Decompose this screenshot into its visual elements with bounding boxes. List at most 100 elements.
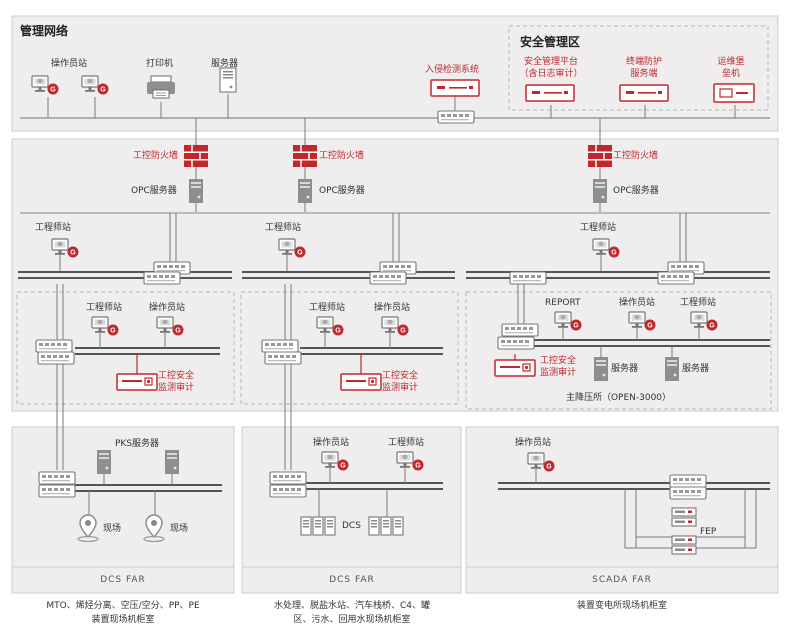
opc-server-label-2: OPC服务器 xyxy=(319,186,365,196)
caption-left-2: 装置现场机柜室 xyxy=(91,615,155,625)
sub-engineer-2-monitor-g-badge-icon xyxy=(332,324,344,336)
site-1-pin-icon xyxy=(77,514,99,543)
dcs-rack-2-icon xyxy=(324,516,336,536)
ids-appliance-icon xyxy=(430,79,480,97)
firewall-label-1: 工控防火墙 xyxy=(133,151,179,161)
fep-unit-4-icon xyxy=(671,545,697,555)
field-right-switch-icon xyxy=(669,474,707,488)
footer-right: SCADA FAR xyxy=(592,575,652,585)
firewall-3-icon xyxy=(587,144,613,168)
bastion-host-label-2: 垒机 xyxy=(721,69,740,79)
bastion-host-led-icon xyxy=(736,92,748,94)
fep-unit-3-icon xyxy=(671,535,697,545)
control-subzone-middle xyxy=(240,291,459,405)
sub-operator-2-monitor-g-badge-icon xyxy=(397,324,409,336)
caption-left-1: MTO、烯烃分离、空压/空分、PP、PE xyxy=(46,601,200,611)
audit-appliance-1-icon xyxy=(116,373,158,391)
ctrl-engineer-2-monitor-g-badge-icon xyxy=(294,246,306,258)
pks-server-2-icon xyxy=(165,450,179,474)
security-platform-label-2: （含日志审计） xyxy=(519,69,583,79)
firewall-label-2: 工控防火墙 xyxy=(319,151,365,161)
opc-server-label-3: OPC服务器 xyxy=(613,186,659,196)
mgmt-server-icon xyxy=(219,67,237,93)
security-platform-label-1: 安全管理平台 xyxy=(523,57,578,67)
site-2-pin-icon xyxy=(143,514,165,543)
audit-label-2b: 监测审计 xyxy=(382,383,419,393)
control-subzone-right xyxy=(465,291,772,410)
engineer-station-label-5: 工程师站 xyxy=(309,303,346,313)
engineer-station-label-2: 工程师站 xyxy=(265,223,302,233)
audit-appliance-3-icon xyxy=(494,359,536,377)
audit-label-3b: 监测审计 xyxy=(540,368,577,378)
ctrl-engineer-3-monitor-g-badge-icon xyxy=(608,246,620,258)
footer-left: DCS FAR xyxy=(100,575,146,585)
field-operator-station-label-1: 操作员站 xyxy=(313,438,350,448)
dcs-label: DCS xyxy=(342,521,361,531)
endpoint-protection-label-2: 服务端 xyxy=(630,69,658,79)
engineer-station-label-3: 工程师站 xyxy=(580,223,617,233)
field-middle-switch-icon xyxy=(269,471,307,485)
dcs-rack-0-icon xyxy=(300,516,312,536)
security-management-zone xyxy=(508,25,769,111)
field-engineer-station-label: 工程师站 xyxy=(388,438,425,448)
field-zone-left xyxy=(11,426,235,594)
security-zone-title: 安全管理区 xyxy=(520,35,581,49)
operator-station-label-6: 操作员站 xyxy=(619,298,656,308)
bastion-host-label-1: 运维堡 xyxy=(717,57,745,67)
control-subzone-left xyxy=(16,291,235,405)
caption-middle-1: 水处理、脱盐水站、汽车栈桥、C4、罐 xyxy=(273,601,430,611)
field-operator-2-monitor-g-badge-icon xyxy=(543,460,555,472)
firewall-2-icon xyxy=(292,144,318,168)
mgmt-operator-station-label: 操作员站 xyxy=(51,59,88,69)
dcs-rack-5-icon xyxy=(392,516,404,536)
mgmt-core-switch-icon xyxy=(437,110,475,124)
fep-label: FEP xyxy=(700,527,717,537)
site-label-2: 现场 xyxy=(170,524,189,534)
bastion-host-screen-icon xyxy=(719,88,733,98)
audit-label-3a: 工控安全 xyxy=(540,356,577,366)
dcs-rack-4-icon xyxy=(380,516,392,536)
mgmt-operator-1-monitor-g-badge-icon xyxy=(47,83,59,95)
site-label-1: 现场 xyxy=(103,524,122,534)
subzone-switch-left-2-icon xyxy=(37,351,75,365)
firewall-label-3: 工控防火墙 xyxy=(613,151,659,161)
substation-server-1-icon xyxy=(594,357,608,381)
fep-unit-2-icon xyxy=(671,517,697,527)
ctrl-switch-right-2-icon xyxy=(657,271,695,285)
field-operator-1-monitor-g-badge-icon xyxy=(337,459,349,471)
field-left-switch-2-icon xyxy=(38,484,76,498)
substation-server-label-1: 服务器 xyxy=(611,364,639,374)
ctrl-engineer-1-monitor-g-badge-icon xyxy=(67,246,79,258)
audit-label-2a: 工控安全 xyxy=(382,371,419,381)
endpoint-protection-icon xyxy=(619,84,669,102)
opc-server-3-icon xyxy=(593,179,607,203)
sub-operator-3-monitor-g-badge-icon xyxy=(644,319,656,331)
ctrl-switch-left-2-icon xyxy=(143,271,181,285)
management-network-title: 管理网络 xyxy=(20,24,69,38)
security-platform-icon xyxy=(525,84,575,102)
pks-server-1-icon xyxy=(97,450,111,474)
field-right-switch-2-icon xyxy=(669,486,707,500)
caption-right-1: 装置变电所现场机柜室 xyxy=(576,601,667,611)
audit-label-1b: 监测审计 xyxy=(158,383,195,393)
operator-station-label-5: 操作员站 xyxy=(374,303,411,313)
audit-appliance-2-icon xyxy=(340,373,382,391)
engineer-station-label-4: 工程师站 xyxy=(86,303,123,313)
substation-server-label-2: 服务器 xyxy=(682,364,710,374)
ctrl-switch-right-3-icon xyxy=(509,271,547,285)
opc-server-1-icon xyxy=(189,179,203,203)
sub-engineer-3-monitor-g-badge-icon xyxy=(706,319,718,331)
printer-label: 打印机 xyxy=(146,59,174,69)
field-zone-middle xyxy=(241,426,462,594)
caption-middle-2: 区、污水、回用水现场机柜室 xyxy=(293,615,411,625)
engineer-station-label-1: 工程师站 xyxy=(35,223,72,233)
endpoint-protection-label-1: 终端防护 xyxy=(625,57,662,67)
dcs-rack-3-icon xyxy=(368,516,380,536)
sub-engineer-1-monitor-g-badge-icon xyxy=(107,324,119,336)
field-operator-station-label-2: 操作员站 xyxy=(515,438,552,448)
field-left-switch-icon xyxy=(38,471,76,485)
engineer-station-label-6: 工程师站 xyxy=(680,298,717,308)
subzone-switch-left-icon xyxy=(35,339,73,353)
